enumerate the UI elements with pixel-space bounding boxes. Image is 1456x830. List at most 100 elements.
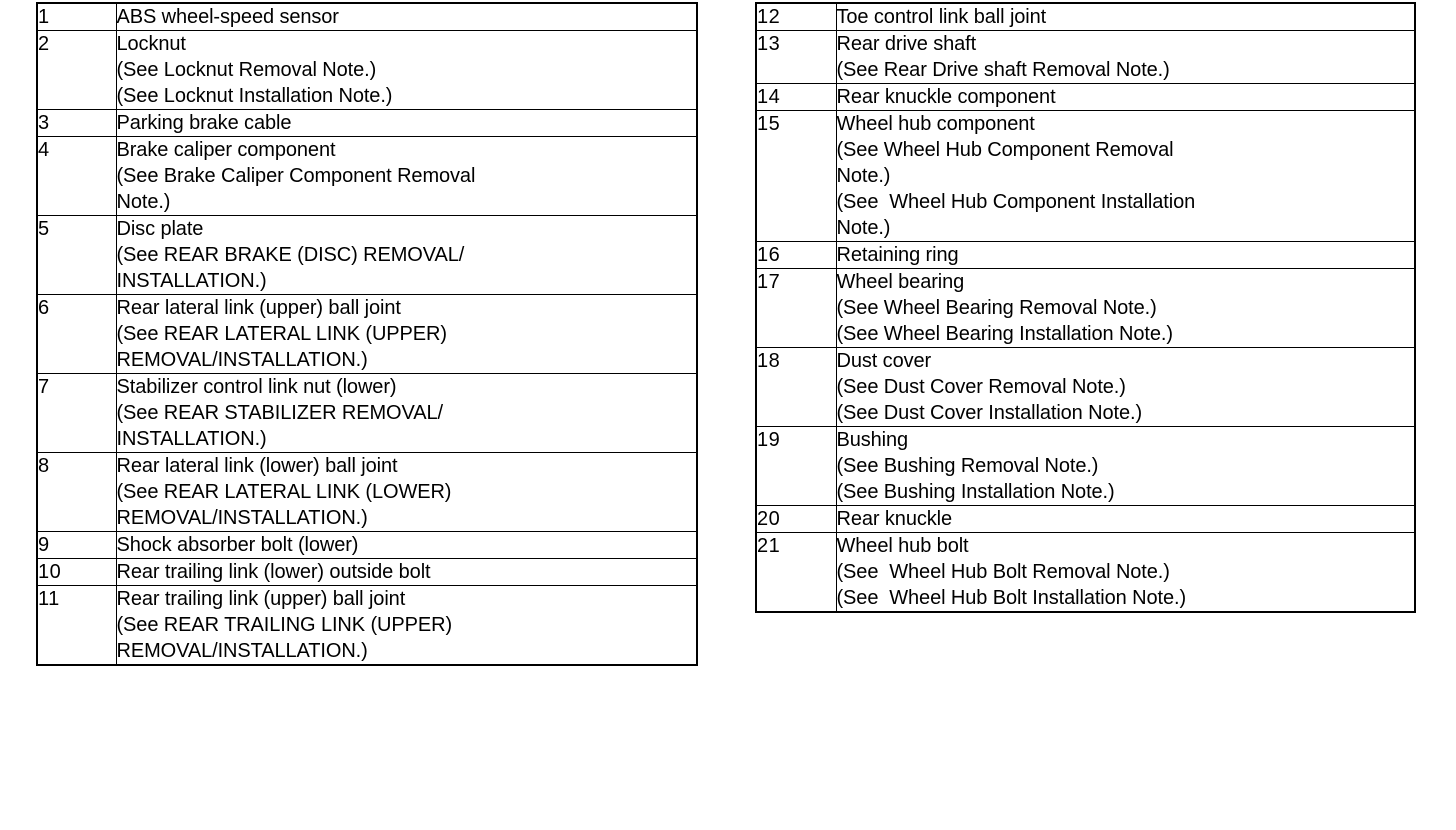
part-description-cell: Toe control link ball joint: [836, 4, 1414, 31]
part-note-line: (See Wheel Bearing Installation Note.): [836, 323, 1173, 345]
part-name-line: Wheel hub bolt: [836, 535, 969, 557]
part-description-cell: Wheel hub bolt (See Wheel Hub Bolt Remova…: [836, 533, 1414, 612]
part-name-line: Disc plate: [116, 218, 204, 240]
part-description-cell: Rear lateral link (upper) ball joint (See…: [116, 294, 696, 374]
part-name-line: Parking brake cable: [116, 112, 292, 134]
part-number-cell: 16: [757, 241, 837, 269]
part-note-line: Note.): [836, 217, 891, 239]
part-name-line: Shock absorber bolt (lower): [116, 534, 359, 556]
part-description-cell: Rear knuckle: [836, 505, 1414, 533]
part-number-cell: 2: [38, 30, 117, 110]
part-name-line: Toe control link ball joint: [836, 6, 1047, 28]
part-note-line: (See Wheel Hub Bolt Removal Note.): [836, 561, 1170, 583]
part-note-line: (See Dust Cover Installation Note.): [836, 402, 1143, 424]
part-number-cell: 1: [38, 4, 117, 31]
part-note-line: (See REAR STABILIZER REMOVAL/: [116, 402, 444, 424]
part-name-line: Wheel hub component: [836, 113, 1035, 135]
part-note-line: REMOVAL/INSTALLATION.): [116, 507, 368, 529]
part-number-cell: 5: [38, 215, 117, 295]
part-number-cell: 19: [757, 426, 837, 506]
part-note-line: (See REAR LATERAL LINK (UPPER): [116, 323, 448, 345]
part-number-cell: 15: [757, 110, 837, 242]
part-name-line: Rear lateral link (upper) ball joint: [116, 297, 401, 319]
part-description-cell: Locknut(See Locknut Removal Note.)(See L…: [116, 30, 696, 110]
part-note-line: (See Rear Drive shaft Removal Note.): [836, 59, 1170, 81]
part-note-line: (See Wheel Bearing Removal Note.): [836, 297, 1157, 319]
part-name-line: Locknut: [116, 33, 186, 55]
part-number-cell: 13: [757, 30, 837, 84]
part-number-cell: 4: [38, 136, 117, 216]
part-description-cell: Rear drive shaft (See Rear Drive shaft Re…: [836, 30, 1414, 84]
part-description-cell: Wheel hub component (See Wheel Hub Compon…: [836, 110, 1414, 242]
part-note-line: REMOVAL/INSTALLATION.): [116, 640, 368, 662]
part-description-cell: Wheel bearing (See Wheel Bearing Removal …: [836, 268, 1414, 348]
part-note-line: REMOVAL/INSTALLATION.): [116, 349, 368, 371]
part-number-cell: 8: [38, 452, 117, 532]
part-note-line: (See Brake Caliper Component Removal: [116, 165, 476, 187]
part-name-line: Rear drive shaft: [836, 33, 977, 55]
part-name-line: Wheel bearing: [836, 271, 965, 293]
part-note-line: Note.): [836, 165, 891, 187]
part-number-cell: 6: [38, 294, 117, 374]
part-number-cell: 10: [38, 558, 117, 586]
part-note-line: (See REAR TRAILING LINK (UPPER): [116, 614, 453, 636]
part-name-line: Brake caliper component: [116, 139, 336, 161]
part-number-cell: 7: [38, 373, 117, 453]
part-description-cell: Disc plate (See REAR BRAKE (DISC) REMOVAL…: [116, 215, 696, 295]
part-name-line: Rear knuckle: [836, 508, 953, 530]
part-number-cell: 9: [38, 531, 117, 559]
part-name-line: Dust cover: [836, 350, 932, 372]
part-description-cell: Stabilizer control link nut (lower) (See …: [116, 373, 696, 453]
part-number-cell: 21: [757, 532, 837, 611]
part-note-line: (See Locknut Installation Note.): [116, 85, 393, 107]
part-name-line: Rear knuckle component: [836, 86, 1056, 108]
part-note-line: (See Wheel Hub Component Removal: [836, 139, 1174, 161]
part-note-line: (See Bushing Installation Note.): [836, 481, 1115, 503]
part-name-line: Retaining ring: [836, 244, 959, 266]
part-name-line: Bushing: [836, 429, 909, 451]
part-number-cell: 11: [38, 585, 117, 664]
part-number-cell: 20: [757, 505, 837, 533]
part-description-cell: ABS wheel-speed sensor: [116, 4, 696, 31]
part-name-line: Rear lateral link (lower) ball joint: [116, 455, 398, 477]
part-number-cell: 17: [757, 268, 837, 348]
part-note-line: (See Wheel Hub Component Installation: [836, 191, 1196, 213]
part-note-line: (See REAR LATERAL LINK (LOWER): [116, 481, 452, 503]
part-description-cell: Shock absorber bolt (lower): [116, 531, 696, 559]
part-description-cell: Brake caliper component (See Brake Calipe…: [116, 136, 696, 216]
part-note-line: (See Dust Cover Removal Note.): [836, 376, 1126, 398]
part-note-line: (See Wheel Hub Bolt Installation Note.): [836, 587, 1187, 609]
part-note-line: (See Bushing Removal Note.): [836, 455, 1099, 477]
part-name-line: Stabilizer control link nut (lower): [116, 376, 397, 398]
part-name-line: Rear trailing link (upper) ball joint: [116, 588, 406, 610]
part-description-cell: Dust cover (See Dust Cover Removal Note.)…: [836, 347, 1414, 427]
part-note-line: (See REAR BRAKE (DISC) REMOVAL/: [116, 244, 465, 266]
part-number-cell: 18: [757, 347, 837, 427]
part-description-cell: Rear knuckle component: [836, 83, 1414, 111]
part-description-cell: Parking brake cable: [116, 109, 696, 137]
part-note-line: Note.): [116, 191, 171, 213]
part-description-cell: Bushing (See Bushing Removal Note.) (See B…: [836, 426, 1414, 506]
